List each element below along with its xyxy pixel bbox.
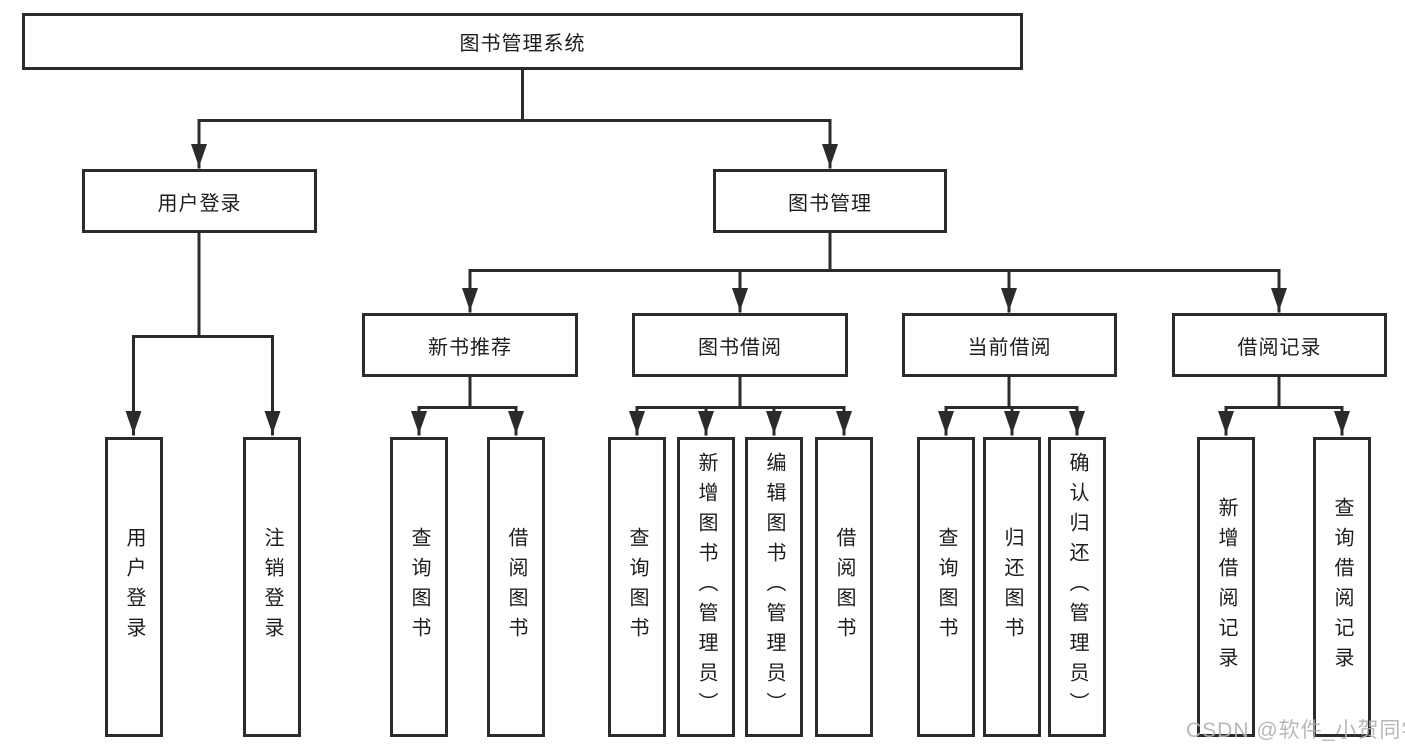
- node-label: 查询图书: [408, 527, 430, 647]
- node-borrowing-records: 借阅记录: [1172, 313, 1387, 377]
- node-label: 用户登录: [157, 192, 242, 215]
- leaf-query-books-borrowing: 查询图书: [608, 437, 666, 737]
- node-label: 新增借阅记录: [1215, 497, 1237, 677]
- node-label: 图书借阅: [698, 336, 782, 359]
- leaf-borrow-books-borrowing: 借阅图书: [815, 437, 873, 737]
- node-library-management-system: 图书管理系统: [22, 13, 1023, 70]
- leaf-user-login: 用户登录: [105, 437, 163, 737]
- node-label: 查询借阅记录: [1331, 497, 1353, 677]
- node-label: 查询图书: [626, 527, 648, 647]
- node-label: 借阅图书: [833, 527, 855, 647]
- node-label: 新增图书（管理员）: [695, 452, 717, 722]
- node-label: 借阅记录: [1237, 336, 1322, 359]
- node-current-borrowing: 当前借阅: [902, 313, 1117, 377]
- node-label: 注销登录: [261, 527, 283, 647]
- leaf-logout-login: 注销登录: [243, 437, 301, 737]
- leaf-query-borrow-record: 查询借阅记录: [1313, 437, 1371, 737]
- node-label: 新书推荐: [428, 336, 512, 359]
- node-label: 确认归还（管理员）: [1066, 452, 1088, 722]
- node-label: 图书管理系统: [459, 33, 586, 55]
- leaf-borrow-books-recommend: 借阅图书: [487, 437, 545, 737]
- node-book-borrowing: 图书借阅: [632, 313, 848, 377]
- leaf-add-borrow-record: 新增借阅记录: [1197, 437, 1255, 737]
- leaf-confirm-return-admin: 确认归还（管理员）: [1048, 437, 1106, 737]
- node-new-book-recommendation: 新书推荐: [362, 313, 578, 377]
- leaf-query-books-current: 查询图书: [917, 437, 975, 737]
- leaf-return-books: 归还图书: [983, 437, 1041, 737]
- csdn-watermark: CSDN @软件_小贺同学: [1186, 719, 1405, 742]
- node-user-login: 用户登录: [82, 169, 317, 233]
- node-book-management: 图书管理: [713, 169, 947, 233]
- node-label: 当前借阅: [967, 336, 1052, 359]
- leaf-edit-books-admin: 编辑图书（管理员）: [745, 437, 803, 737]
- node-label: 归还图书: [1001, 527, 1023, 647]
- node-label: 查询图书: [935, 527, 957, 647]
- node-label: 编辑图书（管理员）: [763, 452, 785, 722]
- node-label: 借阅图书: [505, 527, 527, 647]
- leaf-add-books-admin: 新增图书（管理员）: [677, 437, 735, 737]
- leaf-query-books-recommend: 查询图书: [390, 437, 448, 737]
- node-label: 图书管理: [788, 192, 872, 215]
- node-label: 用户登录: [123, 527, 145, 647]
